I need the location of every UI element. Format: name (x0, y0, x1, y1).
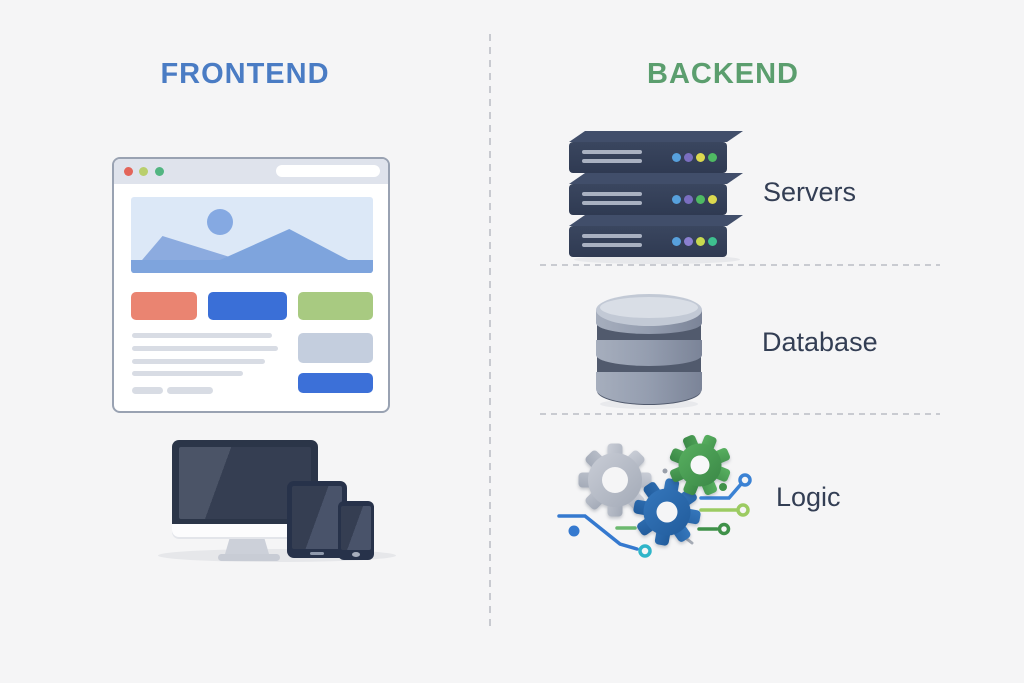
server-led (672, 237, 681, 246)
server-top-face (569, 215, 743, 226)
circuit-nodes (568, 468, 752, 558)
gear-green-icon (669, 434, 731, 496)
tablet-screen (292, 486, 342, 549)
server-led (696, 153, 705, 162)
server-led (708, 195, 717, 204)
tablet-home-button (310, 552, 324, 555)
logic-label: Logic (776, 482, 841, 512)
server-vent-slat (582, 159, 642, 163)
server-stack-icon (569, 131, 743, 257)
phone-home-button (352, 552, 360, 557)
database-icon (596, 294, 702, 406)
server-led (708, 153, 717, 162)
circuit-traces (557, 481, 744, 551)
server-led (684, 153, 693, 162)
gear-blue-icon (633, 478, 701, 546)
gear-gray-icon (578, 443, 652, 517)
text-pill (167, 387, 213, 394)
database-segment (596, 372, 702, 404)
text-pill (132, 387, 163, 394)
button-placeholder-green (298, 292, 373, 320)
horizontal-dashed-divider (540, 413, 940, 415)
database-top-highlight (600, 297, 698, 318)
traffic-light-red-icon (124, 167, 133, 176)
database-top-ellipse (596, 294, 702, 326)
server-led (672, 195, 681, 204)
database-label: Database (762, 327, 878, 357)
address-bar (276, 165, 380, 177)
sidebar-button-placeholder (298, 373, 373, 393)
monitor-stand (225, 539, 269, 554)
text-line (132, 371, 243, 376)
server-front-face (569, 142, 727, 173)
server-vent-slat (582, 234, 642, 238)
server-unit (569, 173, 743, 215)
server-led (684, 195, 693, 204)
server-led (696, 237, 705, 246)
backend-title: BACKEND (647, 58, 799, 90)
button-placeholder-red (131, 292, 197, 320)
phone-screen (341, 506, 371, 550)
phone-icon (338, 501, 374, 560)
button-placeholder-blue (208, 292, 287, 320)
text-line (132, 333, 272, 338)
traffic-light-yellow-icon (139, 167, 148, 176)
server-vent-slat (582, 192, 642, 196)
server-led (672, 153, 681, 162)
server-led (696, 195, 705, 204)
gears-circuit-icon (557, 434, 752, 558)
database-segment (596, 340, 702, 366)
server-vent-slat (582, 201, 642, 205)
server-unit (569, 131, 743, 173)
text-line (132, 346, 278, 351)
vertical-dashed-divider (489, 34, 491, 630)
server-vent-slat (582, 150, 642, 154)
server-unit (569, 215, 743, 257)
sidebar-card-placeholder (298, 333, 373, 363)
server-top-face (569, 131, 743, 142)
server-led (708, 237, 717, 246)
server-front-face (569, 184, 727, 215)
hero-image-placeholder (131, 197, 373, 273)
server-vent-slat (582, 243, 642, 247)
horizontal-dashed-divider (540, 264, 940, 266)
server-led (684, 237, 693, 246)
mountain-base (131, 260, 373, 273)
traffic-light-green-icon (155, 167, 164, 176)
frontend-title: FRONTEND (160, 58, 330, 90)
servers-label: Servers (763, 177, 857, 207)
monitor-chin (172, 524, 318, 539)
server-shadow (574, 255, 740, 264)
monitor-base (218, 554, 280, 561)
server-top-face (569, 173, 743, 184)
tablet-icon (287, 481, 347, 558)
text-line (132, 359, 265, 364)
browser-titlebar (114, 159, 388, 184)
sun-icon (207, 209, 233, 235)
browser-window-icon (112, 157, 390, 413)
server-front-face (569, 226, 727, 257)
